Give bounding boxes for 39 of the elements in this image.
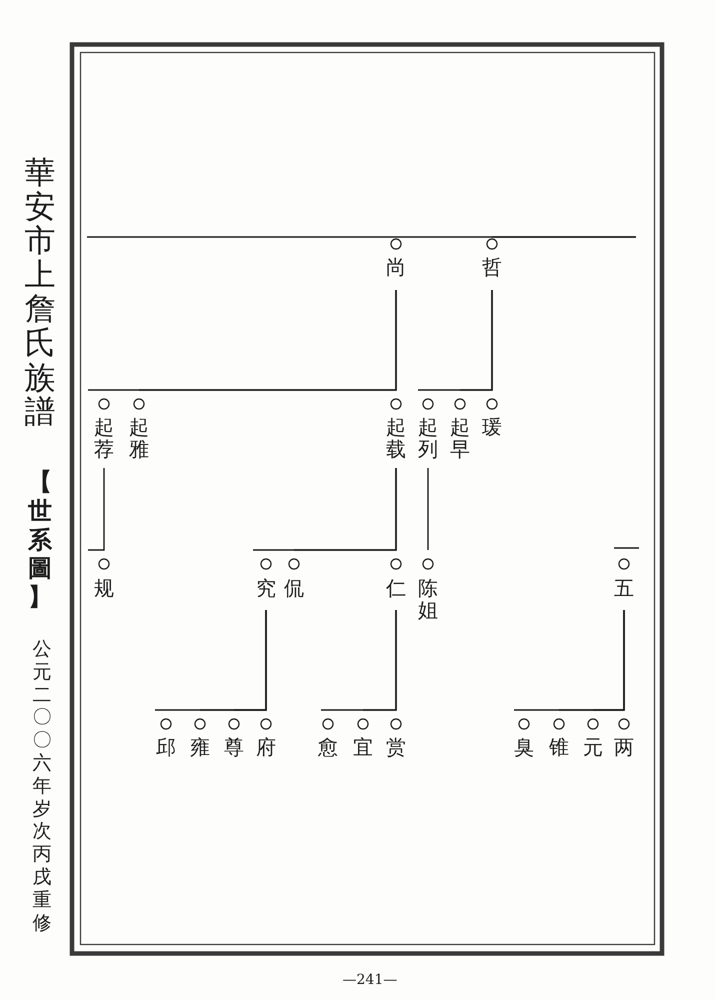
person-name: 尊 <box>224 736 244 758</box>
person-name: 哲 <box>482 256 502 278</box>
section-heading: 【世系圖】 <box>28 468 52 612</box>
person-name: 锥 <box>549 736 569 758</box>
connector-line <box>613 547 639 549</box>
person-name: 仁 <box>386 577 406 599</box>
person-name: 雍 <box>190 736 210 758</box>
connector-line <box>395 468 397 550</box>
connector-line <box>623 610 625 710</box>
revision-date-note: 公元二〇〇六年岁次丙戌重修 <box>32 638 52 934</box>
person-name: 宜 <box>353 736 373 758</box>
person-name: 起雅 <box>129 416 149 460</box>
person-name: 陈姐 <box>418 577 438 621</box>
person-name: 尚 <box>386 256 406 278</box>
person-name: 起荐 <box>94 416 114 460</box>
person-name: 究 <box>256 577 276 599</box>
connector-line <box>395 290 397 390</box>
person-name: 起早 <box>450 416 470 460</box>
book-title: 華安市上詹氏族譜 <box>24 156 56 429</box>
person-name: 规 <box>94 577 114 599</box>
person-name: 邱 <box>156 736 176 758</box>
person-name: 元 <box>583 736 603 758</box>
person-name: 愈 <box>318 736 338 758</box>
connector-line <box>427 468 429 550</box>
person-name: 起列 <box>418 416 438 460</box>
person-name: 五 <box>614 577 634 599</box>
person-name: 瑗 <box>482 416 502 438</box>
connector-line <box>491 290 493 390</box>
person-name: 两 <box>614 736 634 758</box>
person-name: 臭 <box>514 736 534 758</box>
person-name: 起载 <box>386 416 406 460</box>
person-name: 赏 <box>386 736 406 758</box>
connector-line <box>395 610 397 710</box>
connector-line <box>265 610 267 710</box>
page-number: —241— <box>342 972 398 989</box>
connector-line <box>87 468 105 551</box>
connector-line <box>492 236 636 238</box>
person-name: 府 <box>256 736 276 758</box>
person-name: 侃 <box>284 577 304 599</box>
